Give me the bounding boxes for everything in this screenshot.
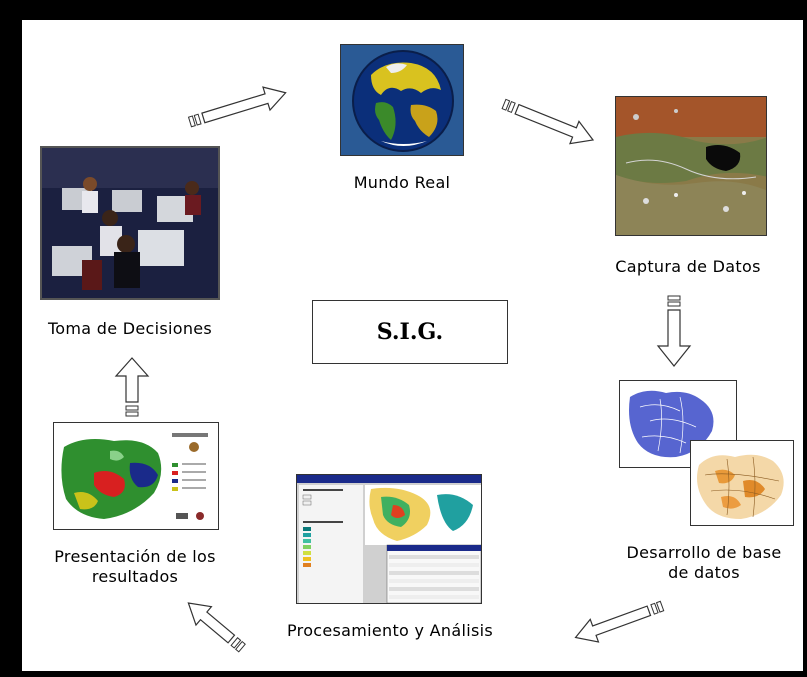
arrow-desarrollo-to-procesamiento: [574, 600, 665, 643]
gis-software-screenshot: [296, 474, 482, 604]
procesamiento-label: Procesamiento y Análisis: [287, 621, 493, 640]
toma-label: Toma de Decisiones: [47, 319, 213, 338]
presentacion-label-line1: Presentación de los: [54, 547, 216, 566]
arrow-presentacion-to-toma: [114, 357, 150, 417]
arrow-captura-to-desarrollo: [656, 295, 692, 367]
desarrollo-label-line1: Desarrollo de base: [626, 543, 782, 562]
arrow-toma-to-mundo: [187, 86, 287, 128]
presentacion-label-line2: resultados: [91, 567, 179, 586]
satellite-image: [615, 96, 767, 236]
desarrollo-label-line2: de datos: [668, 563, 740, 582]
mundo-real-label: Mundo Real: [353, 173, 451, 192]
arrow-procesamiento-to-presentacion: [187, 602, 246, 653]
arrow-mundo-to-captura: [501, 98, 595, 145]
sig-center-label: S.I.G.: [376, 319, 444, 345]
map-presentation-image: [53, 422, 219, 530]
sig-center-box: S.I.G.: [312, 300, 508, 364]
globe-image: [340, 44, 464, 156]
captura-label: Captura de Datos: [615, 257, 761, 276]
vector-map-orange-image: [690, 440, 794, 526]
classroom-photo: [40, 146, 220, 300]
